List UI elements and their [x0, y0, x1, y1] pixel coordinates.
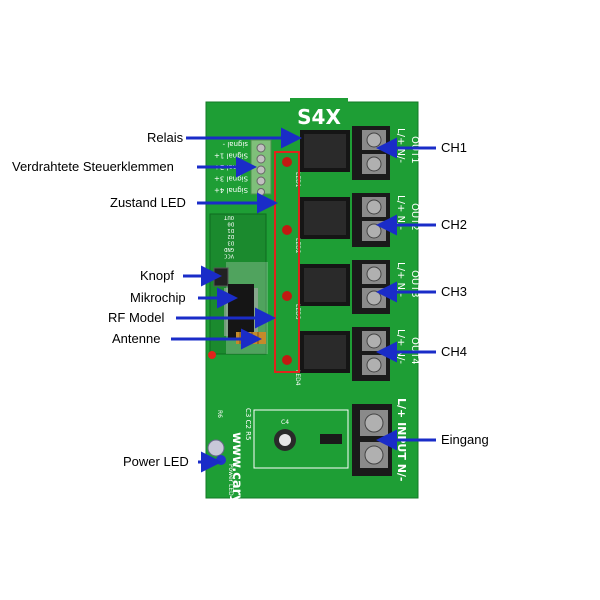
terminal-out4: [352, 327, 390, 381]
relay-2: [300, 197, 350, 239]
signal-pin-label: Signal 1+: [214, 152, 248, 160]
output-name-label: OUT3: [409, 270, 420, 298]
callout-zustand: Zustand LED: [110, 195, 186, 210]
rf-pin-label: D0: [227, 220, 234, 226]
terminal-out2: [352, 193, 390, 247]
pcb-notch: [290, 98, 348, 108]
led-label: LED2: [294, 238, 301, 254]
led-label: LED1: [294, 172, 301, 188]
terminal-out1: [352, 126, 390, 180]
callout-mikrochip: Mikrochip: [130, 290, 186, 305]
rf-pin-label: VCC: [224, 252, 234, 258]
status-led-1: [282, 157, 292, 167]
output-terminal-label: L/+ N/-: [395, 195, 406, 230]
signal-terminal-block: [250, 139, 272, 196]
power-led: [207, 439, 225, 457]
callout-antenne: Antenne: [112, 331, 160, 346]
output-name-label: OUT1: [409, 136, 420, 164]
callout-power: Power LED: [123, 454, 189, 469]
diode: [320, 434, 342, 444]
relay-3: [300, 264, 350, 306]
microchip: [224, 284, 258, 340]
callout-eingang: Eingang: [441, 432, 489, 447]
callout-relais: Relais: [147, 130, 184, 145]
capacitor-c4: [274, 429, 296, 451]
callout-rf: RF Model: [108, 310, 164, 325]
power-led-silk: Power LED: [227, 464, 234, 496]
status-leds: [282, 157, 292, 365]
callout-klemmen: Verdrahtete Steuerklemmen: [12, 159, 174, 174]
rf-red-led: [208, 351, 216, 359]
power-section-outline: [253, 409, 349, 469]
signal-pin-label: signal -: [222, 140, 248, 148]
led-highlight-box: [274, 151, 300, 373]
output-terminal-label: L/+ N/-: [395, 262, 406, 297]
callout-ch3: CH3: [441, 284, 467, 299]
rf-pin-label: D1: [227, 227, 234, 233]
r6-label: R6: [216, 410, 223, 418]
rf-pin-label: OUT: [223, 214, 234, 220]
signal-pin-label: Signal 3+: [214, 175, 248, 183]
rf-pin-label: GND: [224, 246, 234, 252]
callout-knopf: Knopf: [140, 268, 174, 283]
output-name-label: OUT2: [409, 203, 420, 231]
component-labels: C3 C2 R5: [244, 408, 252, 440]
callout-ch2: CH2: [441, 217, 467, 232]
signal-pin-label: Signal 4+: [214, 186, 248, 194]
led-label: LED3: [294, 304, 301, 320]
status-led-3: [282, 291, 292, 301]
output-terminal-label: L/+ N/-: [395, 329, 406, 364]
relay-4: [300, 331, 350, 373]
button: [213, 267, 229, 287]
status-led-4: [282, 355, 292, 365]
terminal-out3: [352, 260, 390, 314]
callouts-left: Relais Verdrahtete Steuerklemmen Zustand…: [12, 127, 302, 473]
output-terminals: [352, 126, 392, 476]
led-label: LED4: [294, 370, 301, 386]
website-label: www.carymart.com: [229, 432, 244, 574]
cap-c4-label: C4: [281, 419, 289, 426]
rf-pin-label: D3: [227, 240, 234, 246]
rf-pin-label: D2: [227, 233, 234, 239]
callout-ch1: CH1: [441, 140, 467, 155]
status-led-2: [282, 225, 292, 235]
relays: [300, 130, 350, 373]
board-model-label: S4X: [297, 105, 341, 129]
callouts-right: CH1 CH2 CH3 CH4 Eingang: [376, 137, 489, 451]
relay-1: [300, 130, 350, 172]
output-terminal-label: L/+ N/-: [395, 128, 406, 163]
callout-ch4: CH4: [441, 344, 467, 359]
power-led-blue: [216, 455, 226, 465]
